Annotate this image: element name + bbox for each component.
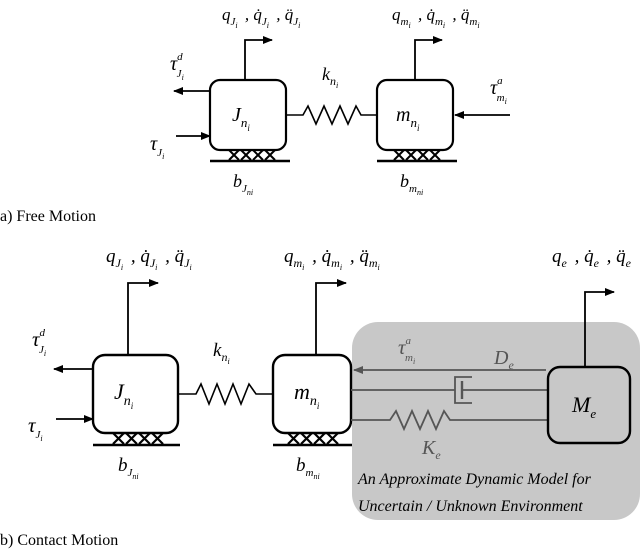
joint-output-arrow bbox=[127, 279, 159, 355]
joint-disturbance-label: JτdJi bbox=[32, 327, 46, 358]
env-note-line2: Uncertain / Unknown Environment bbox=[358, 498, 583, 515]
env-output-arrow bbox=[584, 288, 615, 367]
joint-torque-label: τJi bbox=[28, 413, 43, 443]
env-mass-label: Me bbox=[571, 392, 596, 421]
free-motion-caption: a) Free Motion bbox=[0, 208, 96, 225]
env-mass-block bbox=[546, 365, 632, 445]
contact-motion-caption: b) Contact Motion bbox=[0, 532, 119, 549]
spring-label: kni bbox=[322, 64, 338, 90]
joint-output-arrow bbox=[244, 36, 273, 80]
motor-damping-label: bmni bbox=[296, 455, 320, 481]
joint-motor-spring bbox=[286, 104, 377, 126]
motor-inertia-label: mni bbox=[294, 379, 320, 411]
motor-damping-label: bmni bbox=[400, 171, 423, 197]
motor-bearing-hatch bbox=[287, 432, 339, 445]
contact-motion-panel: Jni mni kni qJi , q̇Ji , q̈Ji qmi , q̇mi… bbox=[28, 246, 640, 520]
motor-output-arrow bbox=[414, 36, 443, 80]
env-spring-label: Ke bbox=[421, 437, 441, 462]
motor-bearing-hatch bbox=[393, 149, 441, 161]
joint-bearing-hatch bbox=[228, 149, 276, 161]
motor-output-arrow bbox=[315, 279, 347, 355]
env-damper bbox=[351, 376, 548, 404]
joint-motor-spring bbox=[178, 381, 273, 407]
motor-output-label: qmi , q̇mi , q̈mi bbox=[284, 246, 380, 272]
joint-damping-label: bJni bbox=[118, 455, 139, 481]
joint-inertia-label: Jni bbox=[114, 379, 134, 411]
motor-output-label: qmi , q̇mi , q̈mi bbox=[392, 5, 480, 30]
joint-output-label: qJi , q̇Ji , q̈Ji bbox=[222, 5, 300, 30]
motor-inertia-label: mni bbox=[396, 104, 420, 133]
free-motion-panel: Jni mni kni qJi , q̇Ji , q̈Ji qmi , q̇mi… bbox=[150, 5, 510, 197]
env-output-label: qe , q̇e , q̈e bbox=[552, 246, 632, 270]
joint-inertia-block bbox=[91, 353, 180, 435]
joint-inertia-block bbox=[208, 78, 288, 152]
joint-output-label: qJi , q̇Ji , q̈Ji bbox=[106, 246, 192, 272]
env-spring bbox=[351, 408, 548, 432]
joint-inertia-label: Jni bbox=[232, 104, 250, 133]
env-damper-label: De bbox=[493, 347, 514, 372]
spring-label: kni bbox=[213, 340, 230, 366]
joint-damping-label: bJni bbox=[233, 171, 253, 197]
env-note-line1: An Approximate Dynamic Model for bbox=[357, 471, 592, 488]
joint-torque-label: τJi bbox=[150, 133, 164, 161]
joint-bearing-hatch bbox=[112, 432, 164, 445]
